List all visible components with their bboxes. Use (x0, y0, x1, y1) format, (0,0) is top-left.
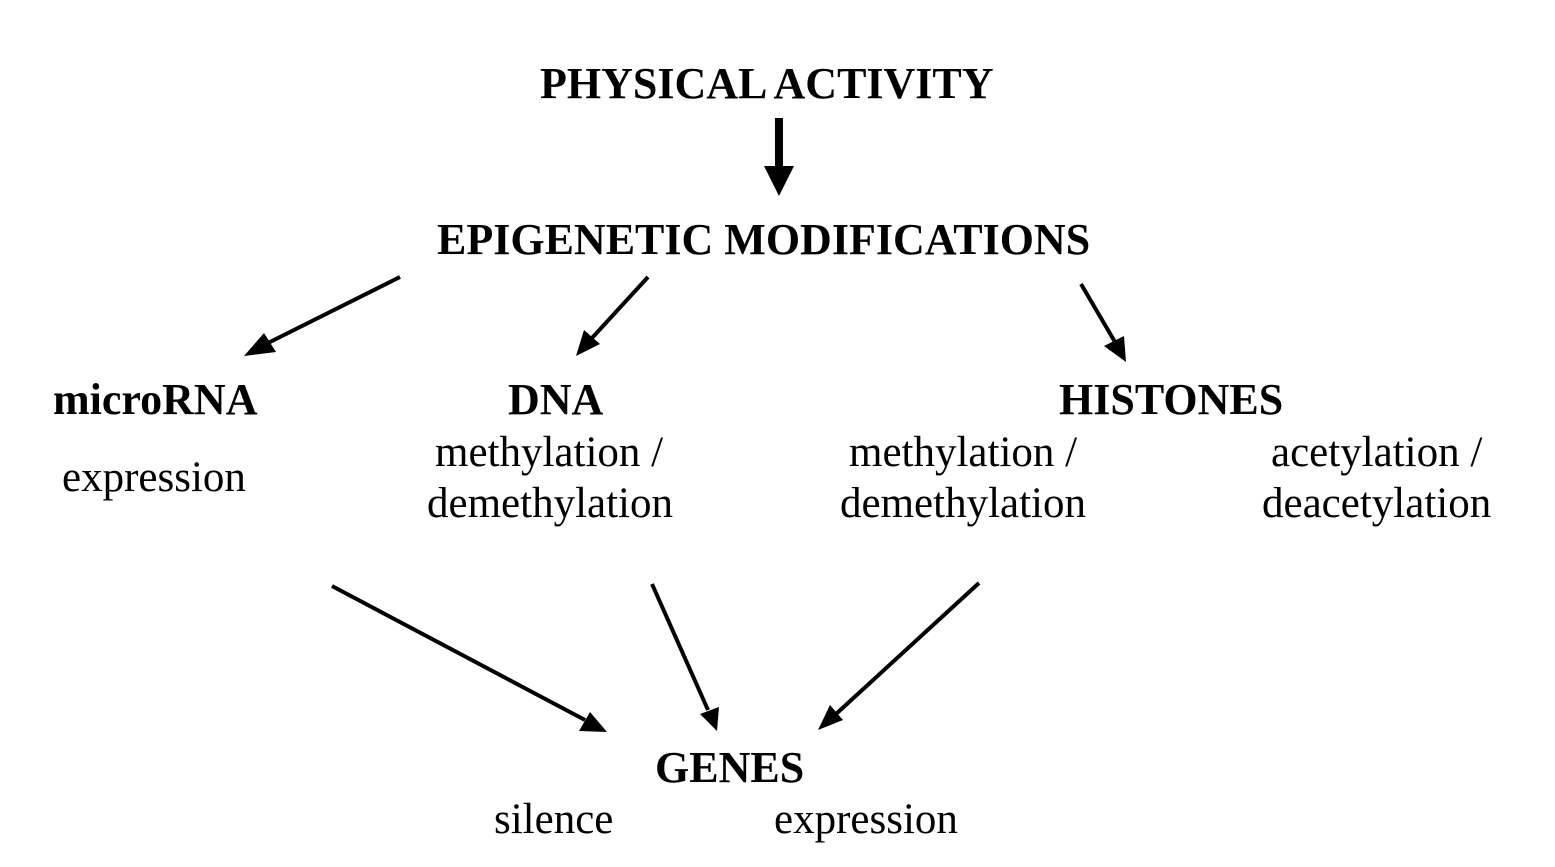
genes-silence: silence (494, 796, 614, 843)
arrow-activity-to-modifications (764, 118, 794, 196)
arrow-dna-to-genes (650, 583, 719, 731)
node-dna: DNA (508, 375, 604, 424)
histones-acetylation-line2: deacetylation (1262, 480, 1492, 527)
arrow-modifications-to-dna (576, 275, 650, 356)
node-histones: HISTONES (1059, 375, 1284, 424)
genes-expression: expression (774, 796, 958, 843)
arrow-modifications-to-histones (1079, 282, 1126, 362)
dna-detail-line2: demethylation (427, 480, 673, 527)
dna-detail-line1: methylation / (435, 429, 664, 476)
node-microrna: microRNA (53, 375, 258, 424)
histones-acetylation-line1: acetylation / (1271, 429, 1483, 476)
node-epigenetic-modifications: EPIGENETIC MODIFICATIONS (437, 215, 1091, 264)
node-genes: GENES (655, 743, 805, 792)
arrow-modifications-to-microrna (244, 275, 401, 356)
arrow-microrna-to-genes (331, 584, 607, 732)
node-physical-activity: PHYSICAL ACTIVITY (540, 59, 994, 108)
histones-methylation-line2: demethylation (840, 480, 1086, 527)
histones-methylation-line1: methylation / (849, 429, 1078, 476)
arrow-histones-to-genes (818, 581, 981, 730)
microrna-detail: expression (62, 454, 246, 501)
